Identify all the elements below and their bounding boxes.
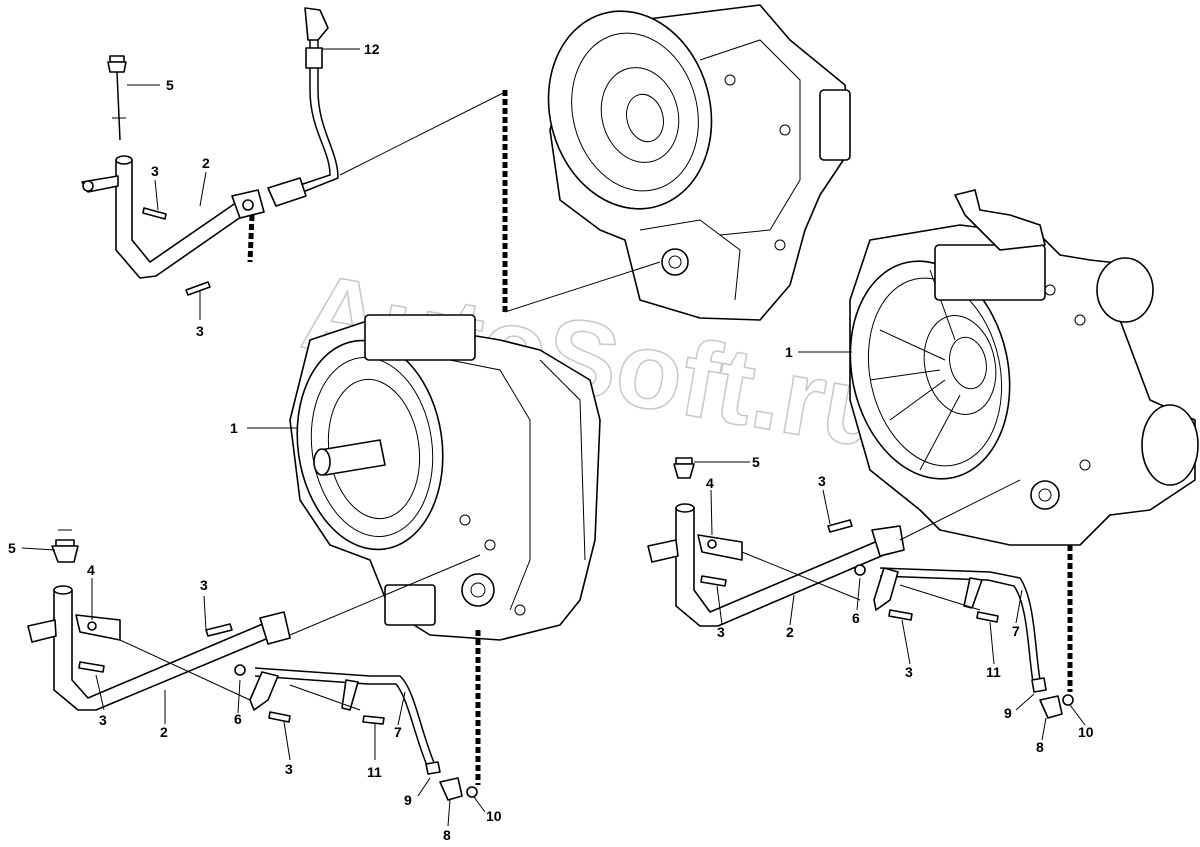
callout-4-left: 4 [87, 562, 95, 578]
callout-3-top-b: 3 [196, 323, 204, 339]
callout-6-left: 6 [234, 711, 242, 727]
callout-1-right: 1 [785, 344, 793, 360]
dipstick-tube-left [27, 529, 478, 801]
callout-10-left: 10 [486, 808, 502, 824]
callout-3-top-a: 3 [151, 163, 159, 179]
callout-3-left-b: 3 [99, 712, 107, 728]
callout-3-right-b: 3 [717, 624, 725, 640]
callout-8-left: 8 [443, 827, 451, 843]
callout-11-right: 11 [986, 664, 1001, 680]
callout-6-right: 6 [852, 610, 860, 626]
callout-labels: 5 12 3 2 3 1 1 5 4 3 3 2 6 7 3 11 9 8 10… [8, 41, 1094, 843]
callout-12: 12 [364, 41, 380, 57]
leader-lines [21, 48, 1086, 827]
callout-2-left: 2 [160, 724, 168, 740]
callout-4-right: 4 [706, 475, 714, 491]
connection-lines [119, 90, 1073, 785]
dipstick-tube-top [81, 55, 265, 296]
callout-3-right-c: 3 [905, 664, 913, 680]
callout-2-right: 2 [786, 624, 794, 640]
transmission-right [849, 189, 1199, 546]
callout-9-left: 9 [404, 792, 412, 808]
callout-5-top: 5 [166, 77, 174, 93]
callout-2-top: 2 [202, 155, 210, 171]
transmission-left [289, 314, 601, 641]
callout-11-left: 11 [367, 764, 382, 780]
callout-5-right: 5 [752, 454, 760, 470]
callout-3-left-c: 3 [285, 761, 293, 777]
callout-7-left: 7 [394, 724, 402, 740]
callout-5-left: 5 [8, 540, 16, 556]
callout-7-right: 7 [1012, 623, 1020, 639]
callout-10-right: 10 [1078, 724, 1094, 740]
callout-1-left: 1 [230, 420, 238, 436]
callout-3-right-a: 3 [818, 473, 826, 489]
callout-3-left-a: 3 [200, 577, 208, 593]
transmission-top [547, 4, 851, 321]
callout-8-right: 8 [1036, 739, 1044, 755]
dipstick-tube-right [647, 457, 1074, 719]
hose-12 [267, 7, 339, 207]
callout-9-right: 9 [1004, 705, 1012, 721]
